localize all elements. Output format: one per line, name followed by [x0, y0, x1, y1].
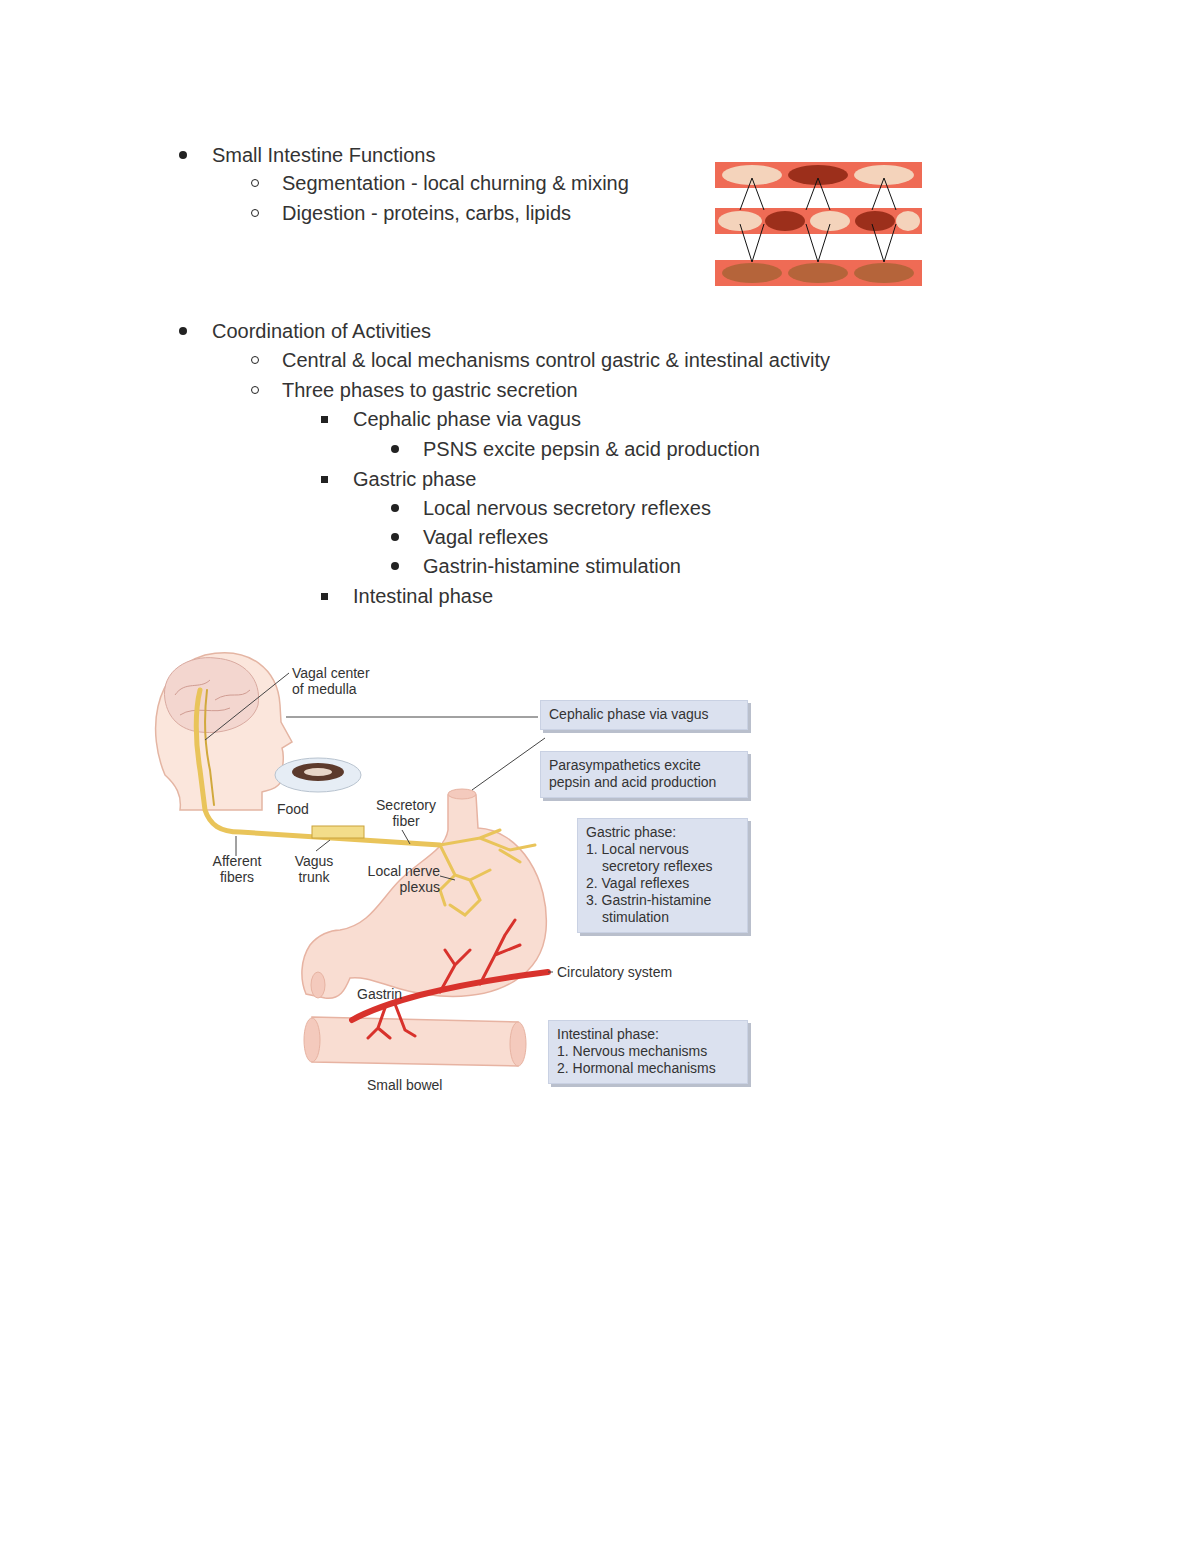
list-bullet — [391, 504, 399, 512]
phase-box: Parasympathetics excite pepsin and acid … — [540, 751, 748, 798]
phase-heading: Cephalic phase via vagus — [549, 706, 739, 723]
list-bullet — [251, 209, 259, 217]
list-bullet — [391, 533, 399, 541]
figure-label: Small bowel — [367, 1077, 467, 1093]
figure-label: Gastrin — [357, 986, 417, 1002]
list-bullet — [251, 179, 259, 187]
list-bullet — [321, 416, 328, 423]
list-bullet — [251, 356, 259, 364]
vagus-nerve — [196, 690, 535, 915]
note-text: Local nervous secretory reflexes — [423, 496, 711, 520]
figure-label: Circulatory system — [557, 964, 707, 980]
leader-lines — [205, 673, 553, 972]
list-bullet — [321, 593, 328, 600]
list-bullet — [321, 476, 328, 483]
figure-label: Vagus trunk — [287, 853, 341, 885]
note-text: Segmentation - local churning & mixing — [282, 171, 629, 195]
figure-label: Secretory fiber — [366, 797, 446, 829]
phase-item: 2. Hormonal mechanisms — [557, 1060, 739, 1077]
note-text: Gastrin-histamine stimulation — [423, 554, 681, 578]
list-bullet — [391, 445, 399, 453]
stomach-figure — [302, 789, 546, 998]
head-figure — [156, 653, 292, 810]
figure-label: Vagal center of medulla — [292, 665, 384, 697]
note-text: Digestion - proteins, carbs, lipids — [282, 201, 571, 225]
list-bullet — [179, 151, 187, 159]
note-text: Small Intestine Functions — [212, 143, 435, 167]
phase-item: 1. Local nervous secretory reflexes — [586, 841, 739, 875]
note-text: Coordination of Activities — [212, 319, 431, 343]
figure-label: Afferent fibers — [204, 853, 270, 885]
phase-box: Intestinal phase:1. Nervous mechanisms2.… — [548, 1020, 748, 1084]
note-text: Three phases to gastric secretion — [282, 378, 578, 402]
small-bowel-figure — [304, 1017, 526, 1066]
phase-heading: Gastric phase: — [586, 824, 739, 841]
note-text: PSNS excite pepsin & acid production — [423, 437, 760, 461]
phase-item: 3. Gastrin-histamine stimulation — [586, 892, 739, 926]
phase-item: 2. Vagal reflexes — [586, 875, 739, 892]
circulatory-vessels — [352, 920, 548, 1038]
phase-item: 1. Nervous mechanisms — [557, 1043, 739, 1060]
food-plate — [275, 758, 361, 792]
note-text: Intestinal phase — [353, 584, 493, 608]
note-text: Central & local mechanisms control gastr… — [282, 348, 830, 372]
phase-box: Gastric phase:1. Local nervous secretory… — [577, 818, 748, 933]
note-text: Cephalic phase via vagus — [353, 407, 581, 431]
figure-label: Food — [277, 801, 327, 817]
list-bullet — [179, 327, 187, 335]
phase-heading: Intestinal phase: — [557, 1026, 739, 1043]
phase-heading: Parasympathetics excite pepsin and acid … — [549, 757, 725, 791]
list-bullet — [391, 562, 399, 570]
list-bullet — [251, 386, 259, 394]
note-text: Vagal reflexes — [423, 525, 548, 549]
note-text: Gastric phase — [353, 467, 476, 491]
segmentation-figure — [715, 162, 922, 286]
phase-box: Cephalic phase via vagus — [540, 700, 748, 730]
figure-label: Local nerve plexus — [350, 863, 440, 895]
